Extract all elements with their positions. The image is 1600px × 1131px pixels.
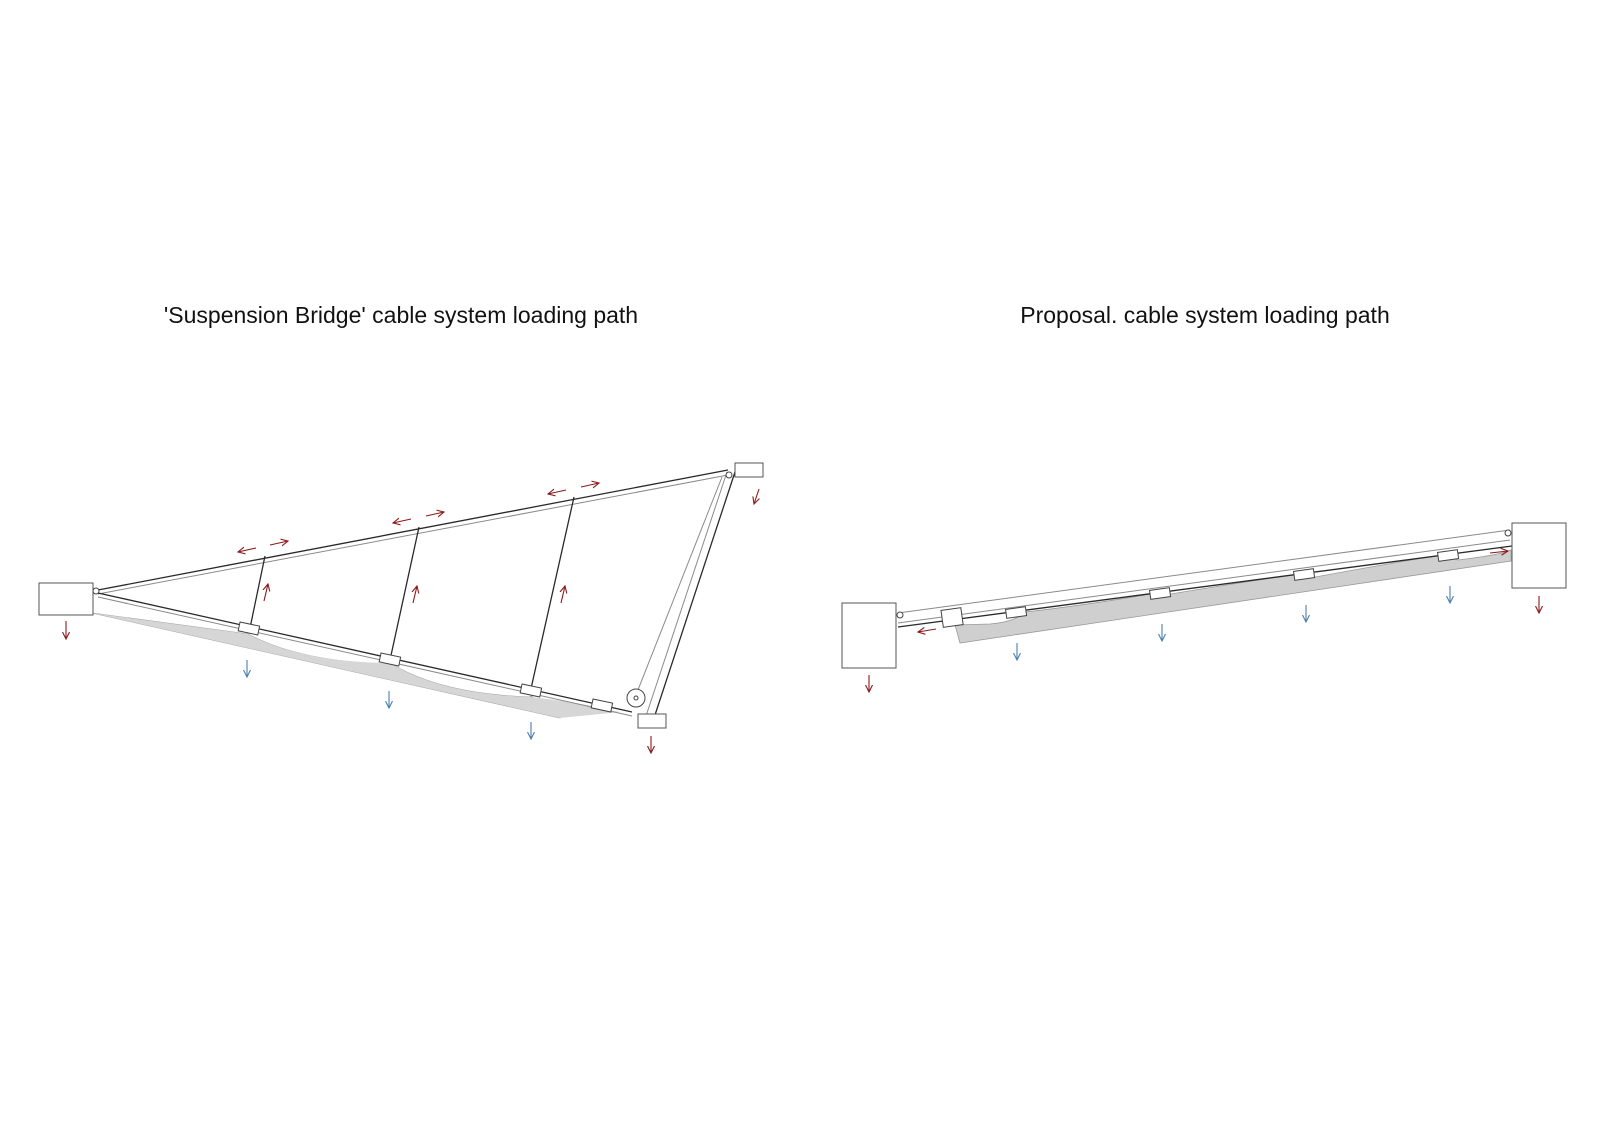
title-proposal: Proposal. cable system loading path	[1020, 302, 1390, 328]
hanger	[389, 526, 420, 661]
arrow-tension	[1489, 551, 1508, 553]
arrow-tension	[393, 519, 412, 523]
clamp	[1004, 606, 1028, 619]
arrow-tension	[580, 483, 599, 487]
main-cable	[897, 545, 1513, 628]
clamp	[519, 683, 543, 698]
title-suspension-bridge: 'Suspension Bridge' cable system loading…	[163, 302, 639, 328]
bottom-cable-outline	[97, 596, 633, 717]
proposal-diagram	[841, 522, 1567, 692]
bottom-cable	[97, 592, 633, 713]
hanger	[249, 555, 266, 629]
membrane-right	[954, 549, 1512, 644]
top-cable	[97, 469, 729, 591]
boom	[897, 529, 1511, 614]
hanger	[529, 496, 575, 694]
support-left-post	[841, 602, 897, 669]
boom-outline	[897, 539, 1511, 624]
support-left	[38, 582, 94, 616]
clamp	[590, 698, 614, 713]
arrow-hanger-up	[561, 586, 565, 604]
clamp	[1436, 549, 1460, 562]
mast-inner	[633, 476, 723, 701]
arrow-hanger-up	[413, 586, 417, 604]
pin-left	[896, 611, 904, 619]
arrow-tension	[918, 629, 937, 632]
mast-outline	[645, 471, 728, 717]
mast	[653, 471, 736, 719]
support-right-post	[1511, 522, 1567, 589]
support-top	[734, 462, 764, 478]
clamp	[1148, 587, 1172, 600]
clamp	[378, 652, 402, 667]
membrane-left-fill	[92, 613, 620, 718]
pulley-pin	[633, 695, 639, 701]
arrow-tension	[425, 512, 444, 516]
arrow-hanger-up	[264, 584, 268, 602]
pin-top	[725, 471, 733, 479]
pin-right	[1504, 529, 1512, 537]
arrow-tension	[238, 548, 257, 552]
top-cable-outline	[97, 474, 729, 595]
suspension-bridge-diagram	[38, 462, 764, 753]
clamp	[1292, 568, 1316, 581]
arrow-tension	[548, 490, 567, 494]
support-bottom	[637, 713, 667, 729]
clamp	[237, 621, 261, 636]
clamp	[940, 607, 964, 628]
pin-left	[92, 587, 100, 595]
arrow-tension	[269, 541, 288, 545]
arrow-reaction	[754, 488, 759, 504]
